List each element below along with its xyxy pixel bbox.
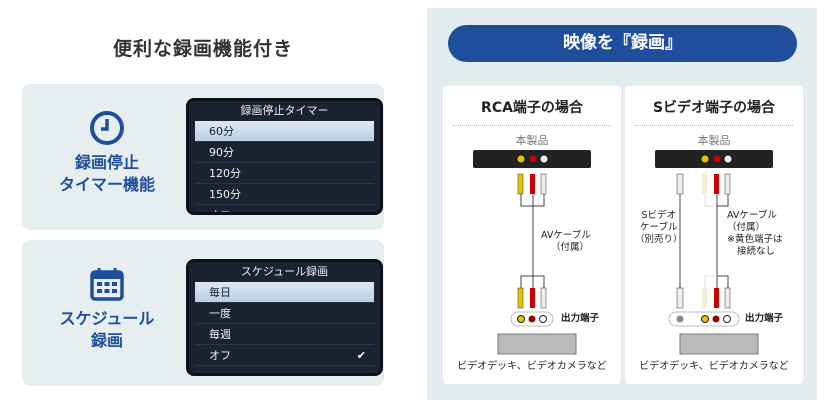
menu-option[interactable]: 90分 (195, 142, 374, 163)
output-label: 出力端子 (561, 313, 600, 324)
timer-card: 録画停止 タイマー機能 録画停止タイマー 60分 90分 120分 150分 オ… (22, 84, 384, 230)
check-icon: ✔ (356, 349, 366, 362)
video-deck (497, 333, 577, 355)
label-line: Sビデオ (641, 210, 677, 221)
menu-option[interactable]: 120分 (195, 163, 374, 184)
panel-header: 映像を『録画』 (448, 25, 797, 62)
clock-icon (90, 111, 124, 145)
output-label: 出力端子 (745, 313, 784, 324)
svideo-wiring (655, 150, 773, 355)
option-label: オフ (209, 349, 231, 362)
menu-title: 録画停止タイマー (240, 104, 329, 117)
menu-option[interactable]: オフ ✔ (195, 205, 374, 212)
feature-line: 録画停止 (74, 153, 139, 172)
device-label: 本製品 (697, 134, 731, 147)
timer-feature: 録画停止 タイマー機能 (32, 110, 182, 196)
cable-note: （付属） (551, 242, 590, 253)
video-deck (679, 333, 759, 355)
diagram-title: Sビデオ端子の場合 (635, 97, 793, 126)
av-cable-label: AVケーブル （付属） ※黄色端子は 接続なし (727, 210, 782, 258)
schedule-feature: スケジュール 録画 (32, 266, 182, 352)
rca-diagram: RCA端子の場合 本製品 AVケーブル （付属） 出力端子 ビデオデッキ、ビデオ… (443, 86, 621, 384)
label-line: （別売り） (635, 234, 683, 245)
recording-panel: 映像を『録画』 RCA端子の場合 本製品 AVケーブル （付属） 出力端子 ビデ… (427, 8, 817, 400)
option-label: オフ (209, 209, 231, 212)
menu-title: スケジュール録画 (240, 265, 329, 278)
device-label: 本製品 (515, 134, 549, 147)
diagram-title: RCA端子の場合 (453, 97, 611, 126)
menu-option[interactable]: 毎週 (195, 324, 374, 345)
s-cable-label: Sビデオ ケーブル （別売り） (635, 210, 683, 246)
menu-option[interactable]: 150分 (195, 184, 374, 205)
menu-option[interactable]: 60分 (195, 121, 374, 142)
timer-menu-screen: 録画停止タイマー 60分 90分 120分 150分 オフ ✔ (186, 98, 383, 215)
svideo-diagram: Sビデオ端子の場合 本製品 Sビデオ ケーブル （別売り） AVケーブル （付属… (625, 86, 803, 384)
cable-label: AVケーブル (541, 230, 591, 241)
rca-wiring (473, 150, 591, 355)
label-line: ※黄色端子は (727, 234, 783, 245)
label-line: 接続なし (737, 246, 776, 257)
menu-option[interactable]: 毎日 (195, 282, 374, 303)
label-line: （付属） (727, 222, 766, 233)
menu-option[interactable]: オフ ✔ (195, 345, 374, 366)
calendar-icon (90, 268, 124, 301)
check-icon: ✔ (357, 205, 366, 212)
feature-line: スケジュール (59, 309, 155, 328)
section-title: 便利な録画機能付き (112, 38, 293, 60)
feature-line: タイマー機能 (58, 175, 155, 194)
menu-option[interactable]: 一度 (195, 303, 374, 324)
schedule-menu-screen: スケジュール録画 毎日 一度 毎週 オフ ✔ (186, 259, 383, 376)
feature-line: 録画 (90, 331, 123, 350)
label-line: AVケーブル (727, 210, 777, 221)
schedule-card: スケジュール 録画 スケジュール録画 毎日 一度 毎週 オフ ✔ (22, 240, 384, 386)
label-line: ケーブル (640, 222, 678, 233)
source-label: ビデオデッキ、ビデオカメラなど (457, 361, 607, 372)
source-label: ビデオデッキ、ビデオカメラなど (639, 361, 789, 372)
